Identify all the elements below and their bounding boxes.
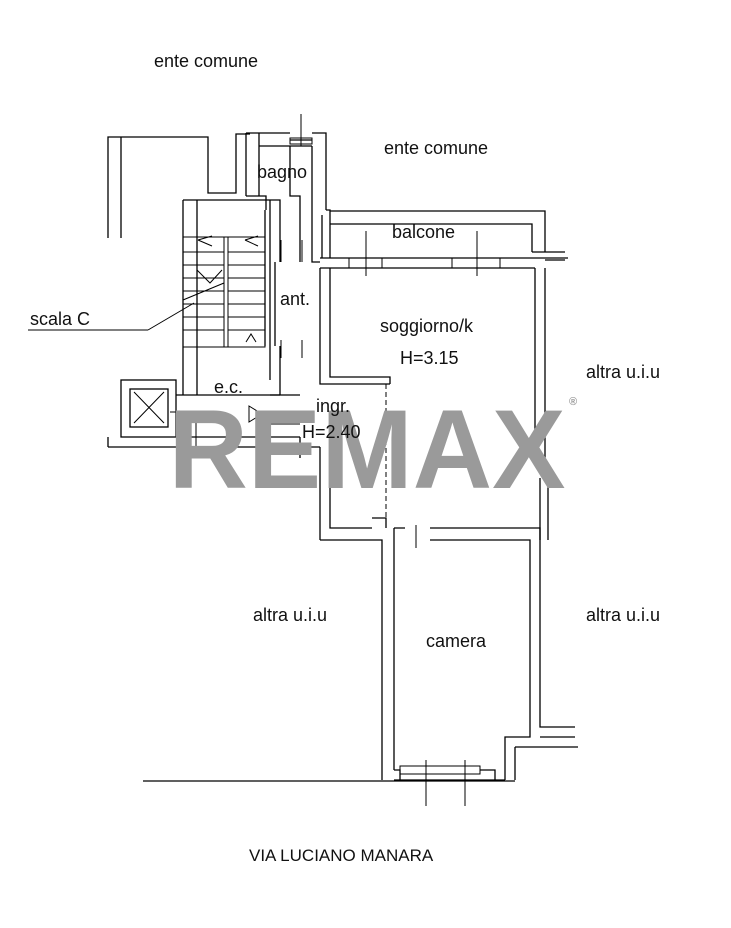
staircase: [182, 235, 266, 348]
watermark-text: REMAX: [169, 387, 566, 512]
label-altra-right-bottom: altra u.i.u: [586, 605, 660, 625]
labels: ente comune ente comune bagno balcone an…: [30, 51, 660, 865]
label-ingr-height: H=2.40: [302, 422, 361, 442]
openings: [28, 114, 501, 806]
label-scala: scala C: [30, 309, 90, 329]
label-balcone: balcone: [392, 222, 455, 242]
label-bagno: bagno: [257, 162, 307, 182]
label-street: VIA LUCIANO MANARA: [249, 846, 434, 865]
label-ant: ant.: [280, 289, 310, 309]
label-ingr: ingr.: [316, 396, 350, 416]
label-altra-left: altra u.i.u: [253, 605, 327, 625]
label-ente-comune-right: ente comune: [384, 138, 488, 158]
label-ente-comune-top: ente comune: [154, 51, 258, 71]
label-altra-right-top: altra u.i.u: [586, 362, 660, 382]
watermark: REMAX ®: [169, 387, 578, 512]
label-ec: e.c.: [214, 377, 243, 397]
watermark-registered: ®: [569, 396, 577, 408]
outer-walls: [107, 132, 578, 782]
label-camera: camera: [426, 631, 487, 651]
label-soggiorno-height: H=3.15: [400, 348, 459, 368]
label-soggiorno: soggiorno/k: [380, 316, 474, 336]
